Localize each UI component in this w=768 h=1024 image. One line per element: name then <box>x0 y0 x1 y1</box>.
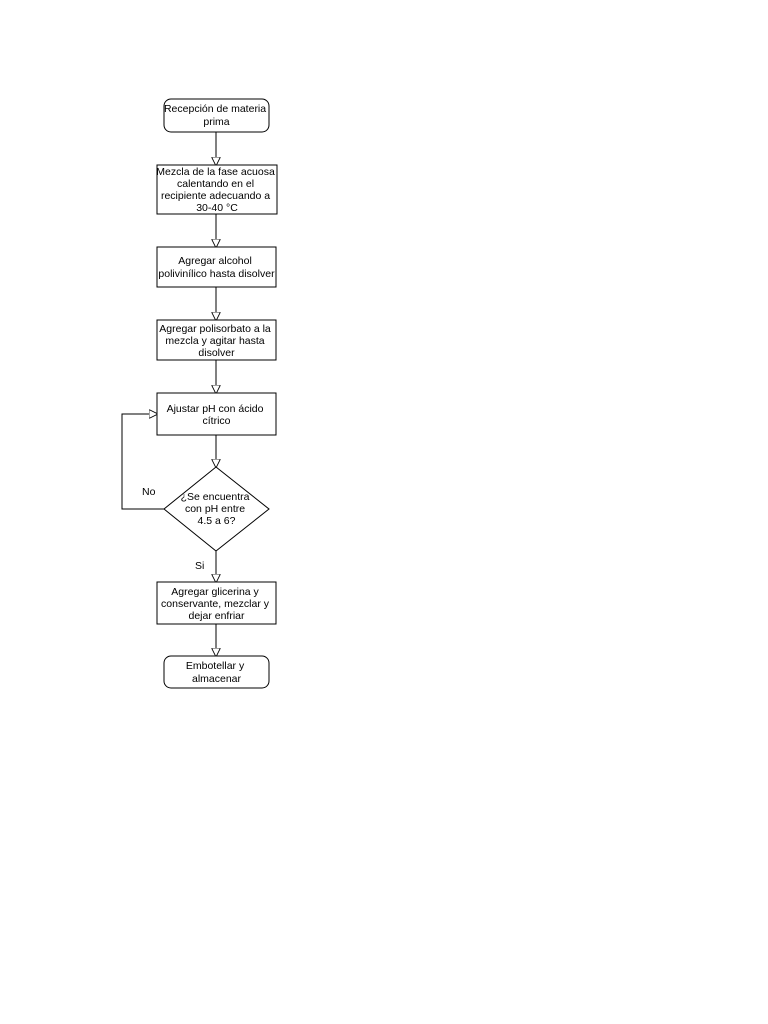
node-text-line: Agregar polisorbato a la <box>159 323 271 335</box>
node-text-line: Recepción de materia <box>164 103 266 115</box>
node-text-line: cítrico <box>202 415 230 427</box>
node-start: Recepción de materia prima <box>163 98 270 133</box>
node-text-line: almacenar <box>192 673 242 685</box>
node-text-line: recipiente adecuando a <box>161 190 270 202</box>
node-text-line: polivinílico hasta disolver <box>158 268 275 280</box>
svg-text:Agregar polisorbato a la: Agregar polisorbato a la mezcla y agitar… <box>159 323 273 359</box>
node-text-line: disolver <box>198 347 235 359</box>
svg-text:Recepción de materia p: Recepción de materia prima <box>164 103 269 128</box>
node-text-line: prima <box>203 116 229 128</box>
node-text-line: Ajustar pH con ácido <box>167 403 264 415</box>
node-text-line: 4.5 a 6? <box>198 515 236 527</box>
node-step2: Agregar alcohol polivinílico hasta disol… <box>156 246 277 288</box>
svg-text:Embotellar y almacenar: Embotellar y almacenar <box>186 660 247 685</box>
edge-label-si: Si <box>195 560 204 572</box>
node-text-line: Agregar alcohol <box>178 255 252 267</box>
node-text-line: Mezcla de la fase acuosa <box>156 166 275 178</box>
node-text-line: Embotellar y <box>186 660 245 672</box>
svg-text:Agregar alcohol polivi: Agregar alcohol polivinílico hasta disol… <box>158 255 275 280</box>
svg-text:Mezcla de la fase acuosa: Mezcla de la fase acuosa calentando en e… <box>156 166 277 214</box>
node-text-line: 30-40 °C <box>196 202 238 214</box>
svg-text:¿Se encuentra con pH e: ¿Se encuentra con pH entre 4.5 a 6? <box>181 491 253 527</box>
edge-decision-to-step4 <box>121 414 164 510</box>
node-step1: Mezcla de la fase acuosa calentando en e… <box>156 164 278 215</box>
node-step4: Ajustar pH con ácido cítrico <box>156 392 277 436</box>
edge-label-no: No <box>142 486 156 498</box>
svg-text:Ajustar pH con ácido c: Ajustar pH con ácido cítrico <box>167 403 267 427</box>
node-text-line: calentando en el <box>177 178 254 190</box>
node-text-line: Agregar glicerina y <box>171 586 259 598</box>
svg-text:Agregar glicerina y co: Agregar glicerina y conservante, mezclar… <box>161 586 272 622</box>
node-text-line: con pH entre <box>185 503 245 515</box>
node-step3: Agregar polisorbato a la mezcla y agitar… <box>156 319 277 361</box>
node-text-line: ¿Se encuentra <box>181 491 250 503</box>
node-text-line: mezcla y agitar hasta <box>165 335 264 347</box>
node-step5: Agregar glicerina y conservante, mezclar… <box>156 581 277 625</box>
node-text-line: dejar enfriar <box>188 610 245 622</box>
node-text-line: conservante, mezclar y <box>161 598 270 610</box>
node-end: Embotellar y almacenar <box>163 655 270 689</box>
node-decision: ¿Se encuentra con pH entre 4.5 a 6? <box>163 466 270 552</box>
